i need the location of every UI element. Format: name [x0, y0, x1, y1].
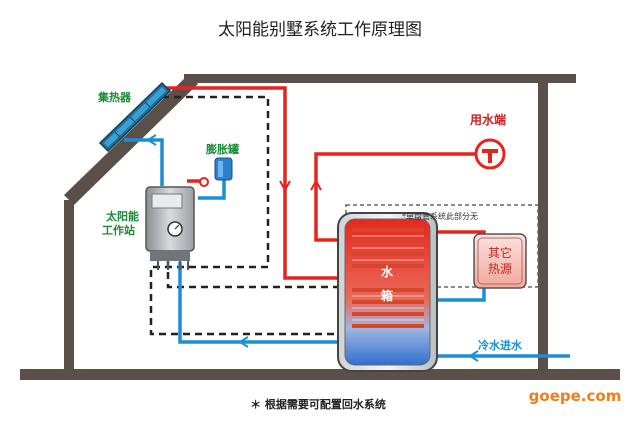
hot-flow-arrows — [279, 178, 322, 193]
collector-return-line — [124, 138, 164, 186]
tank-label-line2: 箱 — [381, 288, 393, 303]
footnote: ＊ 根据需要可配置回水系统 — [250, 397, 386, 411]
other-heat-bottom-line — [423, 285, 486, 302]
roof-beam — [184, 74, 576, 83]
water-outlet-label: 用水端 — [469, 112, 506, 127]
other-heat-source — [473, 233, 527, 289]
station-to-tank-line — [178, 262, 352, 344]
solar-collector — [98, 81, 172, 153]
water-tank — [337, 212, 438, 372]
diagram-title: 太阳能别墅系统工作原理图 — [218, 20, 422, 40]
cold-pipes — [124, 138, 570, 358]
station-display — [151, 193, 183, 209]
solar-station — [145, 186, 195, 270]
arrow-up — [310, 178, 322, 191]
right-wall — [538, 80, 548, 376]
pressure-valve — [199, 177, 209, 187]
other-heat-label-line1: 其它 — [488, 245, 512, 260]
arrow-down — [279, 180, 291, 193]
arrow-left-bottom — [238, 336, 249, 348]
arrow-left-inlet — [468, 350, 479, 362]
station-label-line1: 太阳能 — [105, 209, 139, 223]
single-coil-note: *单盘管系统此部分无 — [402, 211, 478, 221]
expansion-tank-line — [198, 180, 226, 200]
station-label-line2: 工作站 — [102, 223, 135, 237]
expansion-tank-label: 膨胀罐 — [205, 142, 239, 156]
floor — [20, 369, 620, 380]
collector-hot-line — [160, 86, 352, 280]
left-wall — [64, 200, 74, 376]
tank-label-line1: 水 — [381, 264, 394, 279]
tap-icon — [474, 138, 506, 170]
outlet-hot-line — [314, 152, 486, 242]
collector-label: 集热器 — [97, 90, 132, 104]
watermark: goepe.com — [529, 387, 622, 405]
tank-coil — [352, 228, 424, 328]
other-heat-label-line2: 热源 — [488, 262, 512, 276]
expansion-tank — [214, 157, 233, 181]
cold-inlet-label: 冷水进水 — [478, 338, 523, 352]
arrow-left-top — [146, 134, 157, 146]
cold-flow-arrows — [146, 134, 479, 362]
